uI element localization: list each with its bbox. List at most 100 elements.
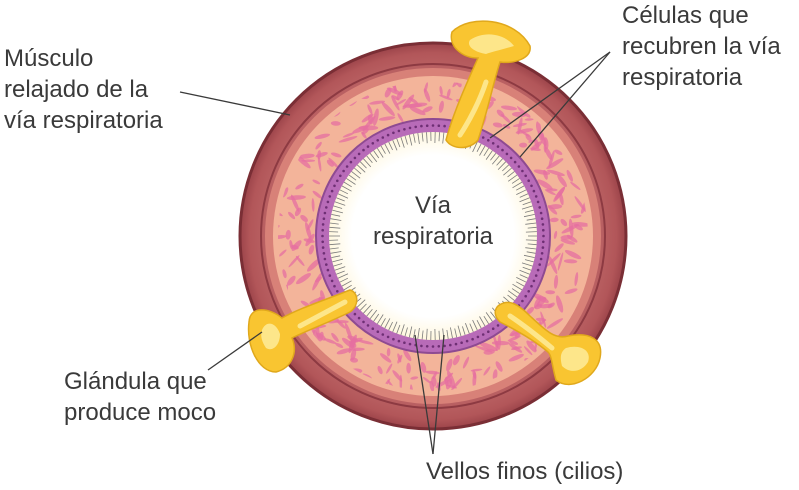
lining-label-line-2: recubren la vía: [622, 33, 781, 60]
lining-cell: [437, 124, 441, 127]
cilium: [376, 314, 384, 325]
cilium: [363, 158, 372, 168]
tissue-streak: [402, 103, 423, 108]
cilium: [380, 318, 386, 327]
lining-cell: [349, 160, 353, 164]
tissue-streak: [509, 340, 519, 345]
cilium: [503, 167, 512, 176]
cilium: [330, 218, 342, 221]
tissue-streak: [373, 108, 379, 126]
cilium: [516, 281, 525, 287]
mucus-gland-label: Glándula que produce moco: [64, 366, 216, 428]
cilium: [521, 262, 533, 267]
cilium: [516, 189, 527, 195]
tissue-streak: [295, 183, 304, 190]
lining-cell: [386, 133, 390, 137]
cilium: [502, 164, 510, 172]
tissue-streak: [554, 243, 564, 252]
cilium: [511, 288, 520, 294]
lining-cell: [342, 169, 345, 173]
tissue-streak: [330, 121, 341, 126]
cilium: [462, 326, 466, 336]
tissue-streak: [555, 295, 564, 313]
cilium: [426, 132, 428, 144]
lining-cell: [513, 160, 517, 164]
lining-cell: [371, 142, 375, 145]
tissue-streak: [495, 361, 503, 372]
tissue-streak: [308, 244, 315, 255]
tissue-streak: [300, 214, 308, 223]
lining-cell: [326, 200, 330, 204]
cilia-label: Vellos finos (cilios): [426, 456, 623, 487]
cilium: [329, 226, 341, 229]
cilium: [392, 139, 398, 151]
lining-cell: [538, 206, 541, 209]
lining-cell: [539, 211, 543, 215]
cilium: [526, 218, 536, 221]
tissue-streak: [534, 303, 543, 310]
lining-cell: [536, 268, 540, 272]
cilium: [343, 181, 352, 188]
cilium: [369, 309, 378, 320]
tissue-streak: [515, 128, 534, 134]
tissue-streak: [377, 365, 383, 375]
cilium: [522, 266, 532, 271]
cilium: [376, 147, 384, 158]
cilium: [507, 171, 515, 178]
lining-cell: [532, 279, 536, 283]
tissue-streak: [384, 87, 392, 98]
lining-cell: [376, 139, 380, 142]
cilium: [457, 325, 462, 337]
tissue-streak: [338, 136, 358, 143]
lining-cell: [487, 330, 490, 334]
tissue-streak: [378, 116, 396, 121]
lining-cell: [449, 343, 452, 347]
tissue-streak: [563, 259, 578, 264]
leader-lining-2: [519, 51, 611, 158]
tissue-streak: [317, 156, 322, 172]
lining-cell: [403, 341, 406, 345]
cilium: [336, 197, 345, 202]
cilium: [388, 321, 393, 331]
lining-cell: [527, 290, 530, 293]
tissue-streak: [396, 90, 404, 101]
tissue-streak: [500, 105, 518, 111]
cilium: [332, 258, 344, 263]
tissue-streak: [307, 258, 321, 272]
lining-cell: [505, 152, 509, 156]
tissue-streak: [547, 169, 565, 177]
cilium: [339, 277, 349, 283]
tissue-streak: [472, 371, 477, 388]
cilium: [329, 243, 341, 246]
cilium: [343, 284, 352, 291]
cilium: [491, 155, 500, 165]
lining-cell: [431, 345, 435, 348]
tissue-streak: [564, 250, 582, 260]
tissue-streak: [282, 187, 289, 198]
cilium: [511, 178, 520, 184]
tissue-streak: [438, 100, 444, 113]
tissue-streak: [574, 272, 579, 287]
tissue-streak: [431, 376, 437, 387]
cilium: [329, 247, 339, 250]
cilium: [512, 283, 523, 291]
tissue-streak: [312, 179, 321, 185]
cilium: [337, 273, 349, 279]
cilium: [341, 280, 352, 287]
cilium: [400, 324, 405, 336]
lining-cell: [524, 174, 527, 178]
cilium: [476, 143, 482, 152]
leader-gland: [207, 331, 263, 371]
airway-label: Vía respiratoria: [355, 190, 511, 252]
tissue-streak: [330, 152, 342, 158]
lining-cell: [381, 136, 385, 139]
tissue-streak: [447, 370, 456, 389]
cilium: [331, 214, 341, 217]
tissue-streak: [519, 142, 528, 148]
tissue-streak: [312, 190, 323, 199]
cilium: [490, 311, 497, 320]
cilium: [483, 147, 490, 157]
lining-cell: [431, 124, 435, 127]
tissue-streak: [361, 113, 374, 123]
tissue-streak: [566, 169, 573, 182]
